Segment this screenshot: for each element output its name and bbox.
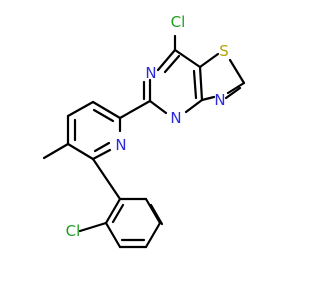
bond	[93, 141, 111, 153]
bond	[163, 54, 181, 74]
bond	[200, 95, 216, 102]
bond	[156, 48, 177, 72]
atom-labels: Cl S N N N N Cl	[66, 13, 229, 240]
bond	[66, 142, 95, 161]
bond	[226, 81, 246, 95]
chlorine-atom-label: Cl	[171, 13, 186, 31]
chlorine-atom-label: Cl	[66, 222, 81, 240]
bond	[78, 221, 108, 233]
nitrogen-atom-label: N	[145, 64, 156, 82]
bond	[192, 69, 198, 100]
nitrogen-atom-label: N	[214, 91, 225, 109]
bond	[198, 52, 220, 69]
bond	[104, 197, 122, 225]
bond	[173, 48, 202, 69]
nitrogen-atom-label: N	[170, 109, 181, 127]
bond	[149, 203, 164, 226]
sulfur-atom-label: S	[219, 42, 229, 60]
bond	[111, 203, 125, 224]
bond	[144, 197, 162, 225]
bond	[104, 221, 122, 249]
nitrogen-atom-label: N	[115, 136, 126, 154]
bond	[148, 99, 168, 115]
bond-layer	[42, 34, 246, 249]
bond	[228, 58, 246, 85]
bond	[224, 86, 242, 100]
bond	[198, 65, 204, 102]
bond	[91, 148, 112, 161]
bond	[91, 100, 122, 120]
bond	[91, 157, 122, 201]
bond	[92, 108, 115, 123]
molecule-structure: Cl S N N N N Cl	[42, 13, 246, 249]
bond	[144, 221, 162, 249]
bond	[66, 100, 95, 118]
bond	[118, 99, 152, 120]
bond	[184, 98, 204, 114]
bond	[42, 142, 70, 160]
